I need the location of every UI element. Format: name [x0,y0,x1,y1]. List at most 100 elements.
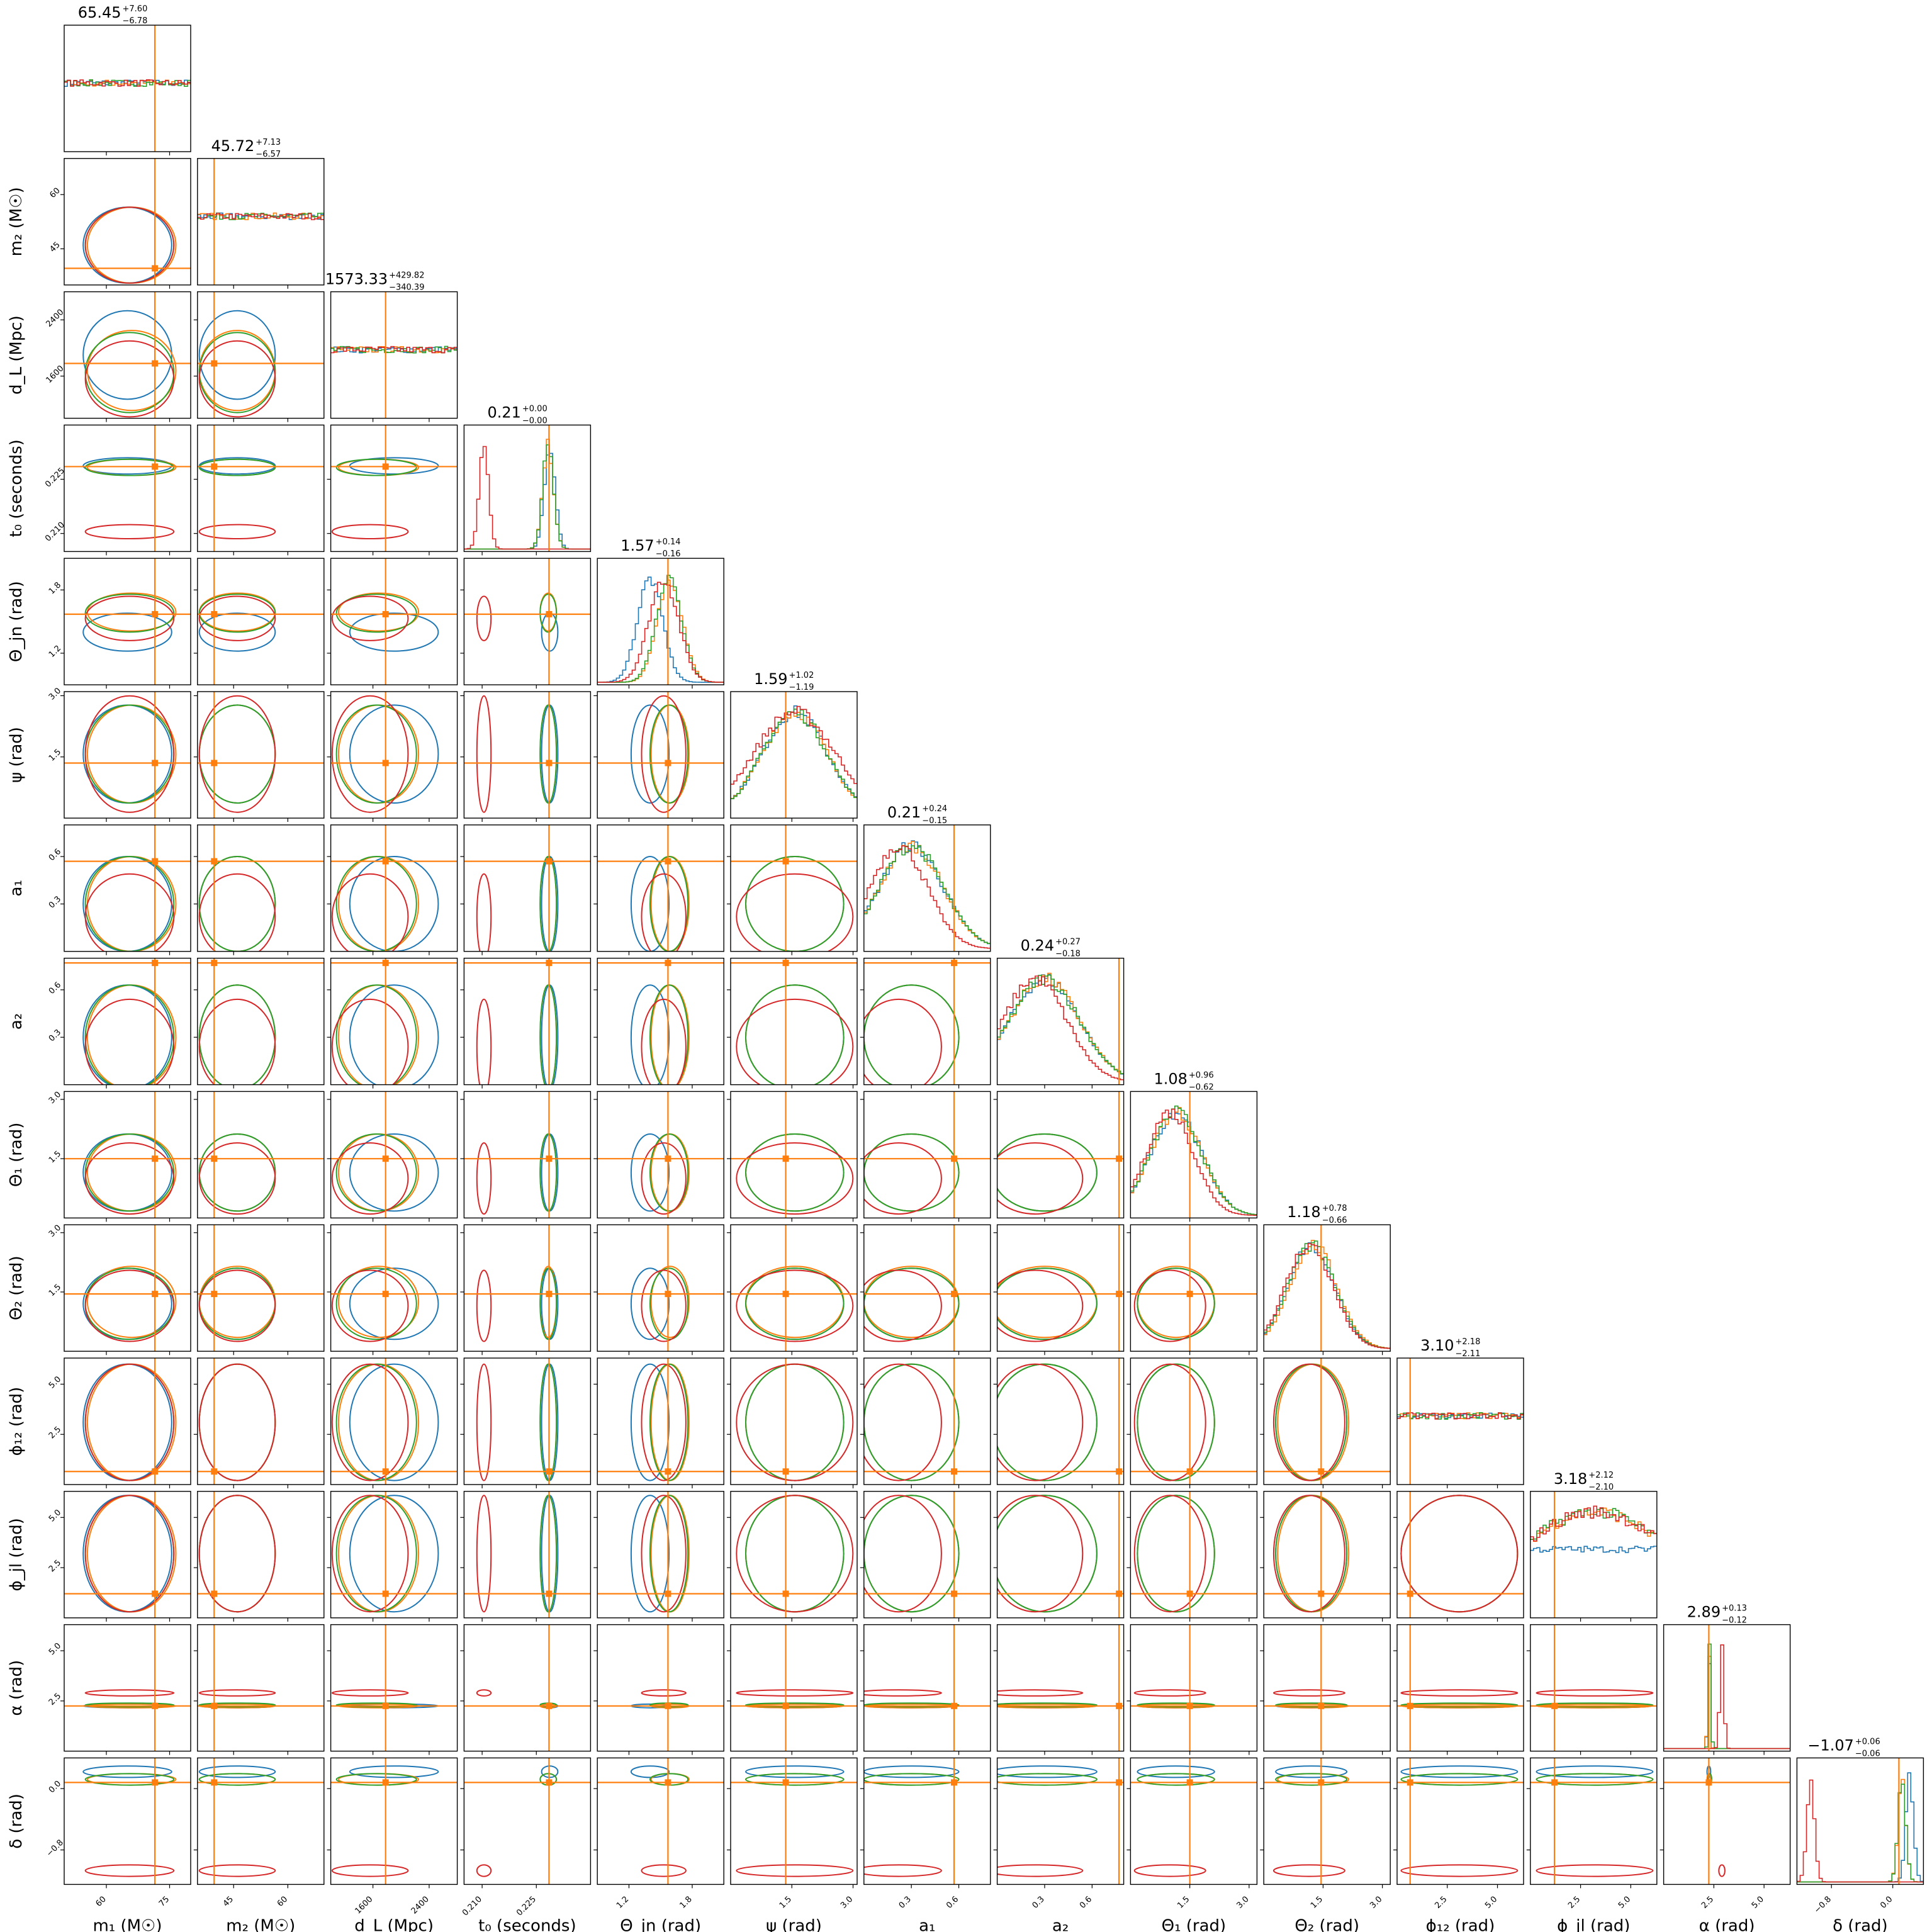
contour-m1-theta2-series-3 [84,1267,175,1340]
hist-phi12-series-4 [1397,1412,1524,1420]
contour-m1-theta2-series-2 [86,1266,177,1339]
truth-marker [1318,1590,1325,1597]
x-tick-label-m1: 75 [157,1895,171,1909]
panel-frame [64,25,191,152]
contour-theta_jn-phijl-series-4 [641,1495,687,1613]
contour-panel-t0-psi [460,691,592,822]
contour-a2-phi12-series-3 [997,1363,1098,1481]
contour-panel-psi-delta [727,1757,858,1889]
contour-m1-delta-series-1 [82,1765,172,1778]
title-plus-phi12: +2.18 [1456,1337,1481,1347]
panel-frame [330,424,458,553]
contour-panel-m1-theta1 [60,1091,191,1222]
truth-marker [1116,1590,1123,1597]
truth-marker [1116,1155,1123,1162]
contour-m2-delta-series-1 [198,1765,276,1778]
hist-panel-phi12 [1396,1357,1524,1488]
contour-panel-dL-delta [327,1757,458,1889]
hist-theta_jn-series-3 [597,575,724,683]
panel-frame [597,824,724,952]
truth-marker [782,960,789,967]
truth-marker [951,1590,958,1597]
y-axis-label-alpha: α (rad) [7,1660,26,1716]
truth-marker [211,858,218,865]
contour-panel-theta_jn-theta2 [593,1224,724,1356]
panel-frame [863,1091,991,1219]
contour-theta1-delta-series-1 [1137,1765,1215,1778]
truth-marker [665,760,671,767]
contour-panel-dL-a2 [327,957,458,1089]
panel-frame [1263,1624,1391,1752]
contour-panel-t0-theta_jn [460,558,592,689]
contour-panel-a2-theta1 [993,1091,1125,1222]
x-axis-label-a2: a₂ [1052,1916,1069,1932]
contour-theta_jn-theta2-series-1 [630,1267,670,1340]
contour-panel-m2-delta [193,1757,325,1889]
contour-psi-theta2-series-3 [745,1267,845,1340]
panel-frame [996,1357,1125,1485]
contour-a1-phijl-series-3 [863,1495,960,1613]
contour-m1-m2-series-1 [82,206,172,284]
contour-theta_jn-phi12-series-2 [650,1363,690,1481]
contour-m2-psi-series-3 [198,704,276,804]
hist-t0-series-1 [464,452,591,550]
contour-dL-phi12-series-1 [349,1363,439,1481]
contour-phijl-delta-series-1 [1536,1765,1654,1778]
contour-m2-theta_jn-series-2 [198,592,276,632]
panel-frame [197,158,325,286]
y-axis-label-phi12: ϕ₁₂ (rad) [7,1387,26,1456]
contour-phi12-delta-series-1 [1400,1765,1519,1778]
contour-m2-theta_jn-series-4 [198,595,276,641]
truth-marker [152,960,159,967]
contour-m1-a1-series-4 [84,873,175,952]
contour-dL-a2-series-4 [331,998,409,1085]
contour-t0-theta1-series-3 [539,1133,558,1212]
contour-panel-m2-a2 [193,957,325,1089]
panel-frame [597,1757,724,1885]
contour-theta_jn-theta2-series-2 [650,1266,690,1339]
panel-frame [1130,1357,1258,1485]
panel-frame [64,691,191,819]
contour-m1-m2-series-2 [86,206,177,284]
contour-panel-t0-alpha [460,1624,592,1755]
panel-frame [197,1624,325,1752]
truth-marker [665,1155,671,1162]
hist-phijl-series-1 [1530,1546,1657,1553]
x-axis-label-delta: δ (rad) [1833,1916,1888,1932]
truth-marker [1318,1468,1325,1475]
contour-panel-psi-a2 [727,957,858,1089]
x-axis-label-psi: ψ (rad) [766,1916,822,1932]
contour-dL-psi-series-1 [349,704,439,804]
contour-theta2-alpha-series-3 [1275,1702,1348,1708]
title-value-dL: 1573.33 [325,271,388,288]
x-tick-label-delta: −0.8 [1812,1895,1833,1916]
contour-panel-m1-psi [60,691,191,822]
y-axis-label-delta: δ (rad) [7,1794,26,1849]
contour-m1-a2-series-4 [84,998,175,1085]
contour-t0-phijl-series-3 [539,1495,558,1613]
y-tick-label-a1: 0.6 [47,847,63,863]
contour-theta1-phi12-series-3 [1137,1363,1215,1481]
truth-marker [1407,1702,1413,1709]
contour-panel-dL-phi12 [327,1357,458,1488]
contour-dL-theta1-series-4 [331,1142,409,1215]
contour-theta2-phi12-series-3 [1275,1363,1348,1481]
contour-dL-theta2-series-1 [349,1267,439,1340]
title-plus-theta2: +0.78 [1322,1204,1347,1213]
contour-psi-delta-series-4 [736,1864,854,1877]
truth-marker [665,1779,671,1786]
truth-marker [382,1291,389,1298]
truth-marker [1705,1779,1712,1786]
contour-panel-m2-a1 [193,824,325,955]
panel-frame [597,558,724,685]
contour-psi-theta2-series-4 [736,1269,854,1342]
contour-t0-psi-series-3 [539,704,558,804]
panel-frame [1530,1624,1658,1752]
contour-theta_jn-theta1-series-3 [649,1133,689,1212]
contour-m2-t0-series-1 [198,457,276,475]
contour-dL-psi-series-4 [331,695,409,813]
truth-marker [152,1468,159,1475]
truth-marker [1318,1702,1325,1709]
contour-a2-alpha-series-4 [997,1689,1084,1697]
contour-panel-theta1-alpha [1126,1624,1258,1755]
